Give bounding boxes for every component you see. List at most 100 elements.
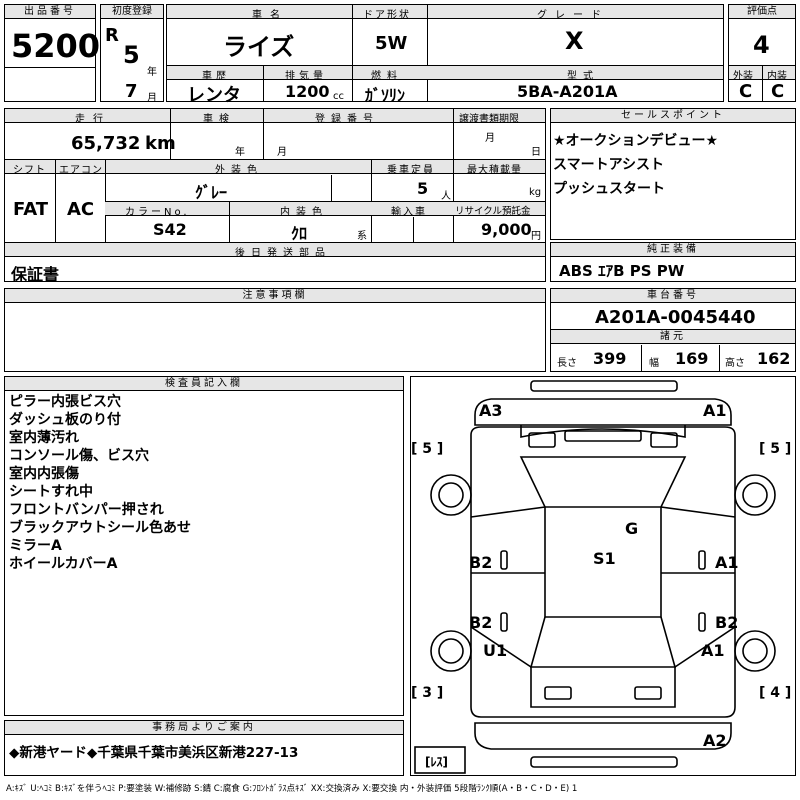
- spare-tire: [ﾚｽ]: [425, 755, 448, 769]
- ac-label: エアコン: [59, 165, 103, 176]
- inspector-item: ピラー内張ビス穴: [9, 394, 121, 410]
- seats: 5: [417, 179, 429, 198]
- spec-label: 諸元: [551, 330, 795, 344]
- fuel-label: 燃料: [371, 71, 403, 82]
- door-label: ドア形状: [363, 10, 411, 21]
- length: 399: [593, 349, 627, 368]
- notes-label: 注意事項欄: [5, 289, 545, 303]
- lot-label: 出品番号: [5, 5, 95, 19]
- interior-grade: C: [771, 81, 785, 102]
- dmg-b2-left1: B2: [469, 553, 493, 572]
- inspector-label: 検査員記入欄: [5, 377, 403, 391]
- inspector-box: 検査員記入欄 ピラー内張ビス穴 ダッシュ板のり付 室内薄汚れ コンソール傷、ビス…: [4, 376, 404, 716]
- tire-front-right: [ 5 ]: [759, 441, 792, 457]
- equipment-label: 純正装備: [551, 243, 795, 257]
- length-label: 長さ: [557, 358, 577, 369]
- sales-label: セールスポイント: [551, 109, 795, 123]
- score-label: 評価点: [729, 5, 795, 19]
- seats-unit: 人: [441, 191, 451, 202]
- legend: A:ｷｽﾞ U:ﾍｺﾐ B:ｷｽﾞを伴うﾍｺﾐ P:要塗装 W:補修跡 S:錆 …: [6, 784, 578, 794]
- recycle-unit: 円: [531, 231, 541, 242]
- height: 162: [757, 349, 791, 368]
- height-label: 高さ: [725, 358, 745, 369]
- color-label: 外装色: [215, 165, 263, 176]
- inspector-item: 室内内張傷: [9, 466, 79, 482]
- model: 5BA-A201A: [517, 82, 618, 101]
- sales-item: プッシュスタート: [553, 181, 665, 197]
- recycle-fee: 9,000: [481, 220, 532, 239]
- reg-month: 7: [125, 81, 138, 102]
- interior-label: 内装: [767, 71, 787, 82]
- fuel: ｶﾞｿﾘﾝ: [365, 86, 406, 105]
- color-number: S42: [153, 220, 187, 239]
- office-value: ◆新港ヤード◆千葉県千葉市美浜区新港227-13: [9, 745, 299, 761]
- details-box: 走行 車検 登録番号 譲渡書類期限 65,732 km 年 月 月 日 シフト …: [4, 108, 546, 284]
- ac: AC: [67, 199, 95, 220]
- reg-label: 初度登録: [101, 5, 163, 19]
- inspector-item: ブラックアウトシール色あせ: [9, 520, 191, 536]
- dmg-g: G: [625, 519, 639, 538]
- inspector-item: 室内薄汚れ: [9, 430, 79, 446]
- transfer-label: 譲渡書類期限: [459, 114, 519, 125]
- intcolor-label: 内装色: [280, 207, 328, 218]
- equipment-value: ABS ｴｱB PS PW: [559, 262, 685, 280]
- history-label: 車歴: [202, 71, 230, 82]
- dmg-b2-right: B2: [715, 613, 739, 632]
- car-name-label: 車名: [252, 10, 288, 21]
- dmg-a1-top: A1: [703, 401, 727, 420]
- score: 4: [753, 31, 770, 59]
- car-info-box: 車名 ドア形状 グレード ライズ 5W X 車歴 排気量 燃料 型式 レンタ 1…: [166, 4, 724, 106]
- load-unit: kg: [529, 187, 542, 198]
- sales-item: スマートアシスト: [553, 157, 665, 173]
- displacement-unit: cc: [333, 91, 344, 102]
- sales-item: ★オークションデビュー★: [553, 133, 719, 149]
- score-box: 評価点 4 外装 内装 C C: [728, 4, 796, 102]
- grade-label: グレード: [537, 10, 609, 21]
- inspector-item: コンソール傷、ビス穴: [9, 448, 149, 464]
- chassis-box: 車台番号 A201A-0045440 諸元 長さ 399 幅 169 高さ 16…: [550, 288, 796, 372]
- vehicle-diagram: A3 A1 G S1 B2 B2 U1 A1 B2 A1 A2 [ 5 ] [ …: [410, 376, 796, 776]
- grade: X: [565, 27, 584, 55]
- inspector-item: ホイールカバーA: [9, 556, 118, 572]
- transfer-day-unit: 日: [531, 147, 541, 158]
- dmg-s1: S1: [593, 549, 616, 568]
- dmg-a2: A2: [703, 731, 727, 750]
- tire-rear-left: [ 3 ]: [411, 685, 444, 701]
- intcolor-unit: 系: [357, 231, 367, 242]
- later-parts: 保証書: [11, 265, 60, 284]
- reg-year-unit: 年: [147, 67, 157, 78]
- later-label: 後日発送部品: [235, 248, 331, 259]
- sales-point-box: セールスポイント ★オークションデビュー★ スマートアシスト プッシュスタート: [550, 108, 796, 240]
- tire-front-left: [ 5 ]: [411, 441, 444, 457]
- mileage: 65,732: [71, 133, 141, 154]
- inspector-item: フロントバンパー押され: [9, 502, 164, 518]
- width-label: 幅: [649, 358, 659, 369]
- notes-box: 注意事項欄: [4, 288, 546, 372]
- colorno-label: カラーNo.: [125, 207, 190, 218]
- mileage-label: 走行: [75, 114, 111, 125]
- door-type: 5W: [375, 33, 408, 54]
- dmg-a3: A3: [479, 401, 503, 420]
- office-box: 事務局よりご案内 ◆新港ヤード◆千葉県千葉市美浜区新港227-13: [4, 720, 404, 776]
- office-label: 事務局よりご案内: [5, 721, 403, 735]
- inspector-item: ミラーA: [9, 538, 62, 554]
- exterior-color: ｸﾞﾚｰ: [195, 183, 228, 202]
- displacement-label: 排気量: [285, 71, 327, 82]
- exterior-grade: C: [739, 81, 753, 102]
- car-name: ライズ: [223, 33, 295, 61]
- exterior-label: 外装: [733, 71, 753, 82]
- inspection-label: 車検: [203, 114, 235, 125]
- lot-box: 出品番号 52002: [4, 4, 122, 102]
- shift-label: シフト: [13, 165, 46, 176]
- shift: FAT: [13, 199, 49, 220]
- history: レンタ: [187, 85, 241, 106]
- load-label: 最大積載量: [467, 165, 522, 176]
- mileage-unit: km: [145, 133, 176, 154]
- model-label: 型式: [567, 71, 599, 82]
- reg-year: 5: [123, 41, 140, 69]
- reg-month-unit: 月: [147, 93, 157, 104]
- transfer-month-unit: 月: [485, 133, 495, 144]
- displacement: 1200: [285, 82, 330, 101]
- chassis-number: A201A-0045440: [595, 307, 756, 328]
- width: 169: [675, 349, 709, 368]
